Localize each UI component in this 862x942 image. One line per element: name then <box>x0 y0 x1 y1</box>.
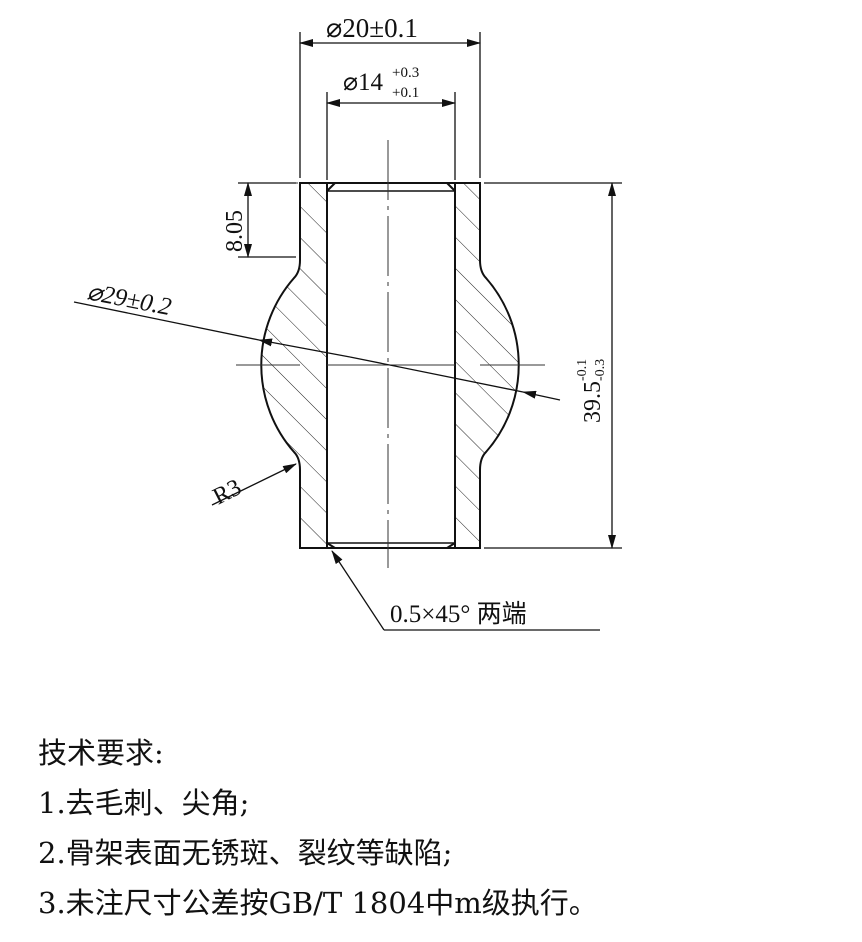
total-length-base: 39.5 <box>580 381 606 423</box>
dim-sphere-diameter <box>73 301 561 401</box>
outer-diameter-label: ⌀20±0.1 <box>326 13 418 43</box>
dim-outer-diameter <box>299 32 481 178</box>
chamfer-label: 0.5×45° 两端 <box>390 600 527 628</box>
sphere-diameter-label: ⌀29±0.2 <box>85 278 174 321</box>
total-length-lower-tol: -0.3 <box>593 359 608 381</box>
inner-diameter-label: ⌀14 <box>343 69 384 96</box>
dim-end-length <box>238 182 296 258</box>
notes-title: 技术要求: <box>38 736 164 770</box>
fillet-label: R3 <box>209 474 246 510</box>
total-length-label: 39.5 -0.1 -0.3 <box>575 359 608 423</box>
end-length-label: 8.05 <box>222 210 248 252</box>
dim-total-length <box>484 182 622 549</box>
bore <box>326 182 456 549</box>
note-item: 1.去毛刺、尖角; <box>38 786 250 820</box>
inner-diameter-lower-tol: +0.1 <box>392 85 419 101</box>
inner-diameter-upper-tol: +0.3 <box>392 65 419 81</box>
technical-requirements: 技术要求: 1.去毛刺、尖角; 2.骨架表面无锈斑、裂纹等缺陷; 3.未注尺寸公… <box>38 728 598 928</box>
note-item: 3.未注尺寸公差按GB/T 1804中m级执行。 <box>38 886 598 920</box>
total-length-upper-tol: -0.1 <box>575 359 590 381</box>
fillet-leader <box>211 463 297 506</box>
note-item: 2.骨架表面无锈斑、裂纹等缺陷; <box>38 836 453 870</box>
chamfer-leader <box>331 550 600 631</box>
dim-inner-diameter <box>326 92 456 180</box>
